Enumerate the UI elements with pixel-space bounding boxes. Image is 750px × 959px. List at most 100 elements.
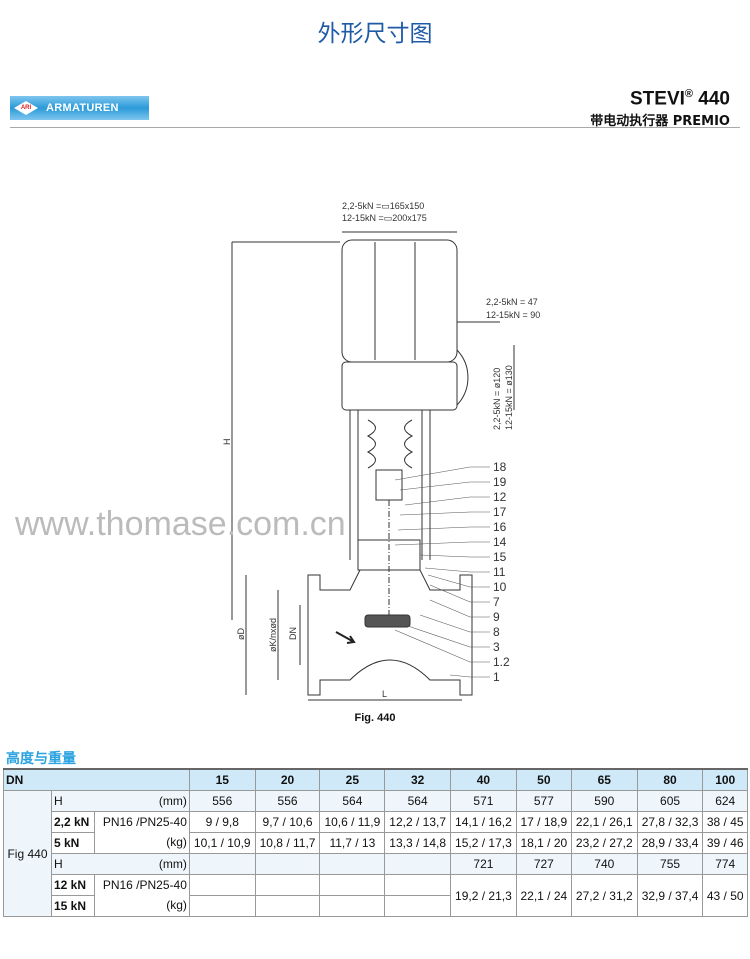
height-cell (384, 853, 452, 875)
part-number-label: 8 (493, 625, 500, 639)
part-number-label: 16 (493, 520, 507, 534)
bellows-spring (366, 419, 414, 469)
unit-mm: (mm) (94, 790, 190, 812)
dim-dn: DN (288, 627, 298, 640)
dim-top-large: 12-15kN =▭200x175 (342, 213, 427, 223)
product-subtitle: 带电动执行器 PREMIO (590, 114, 730, 130)
row-label-12kn: 12 kN (50, 874, 95, 896)
height-cell: 556 (254, 790, 321, 812)
dn-header-cell: 32 (384, 768, 452, 791)
dim-dia-large: 12-15kN = ø130 (504, 365, 514, 430)
dn-header-cell: 50 (515, 768, 572, 791)
height-cell: 624 (702, 790, 748, 812)
dim-dia-small: 2,2-5kN = ø120 (492, 368, 502, 430)
flow-arrow-icon (335, 631, 356, 644)
weight-cell: 18,1 / 20 (515, 832, 572, 854)
leader-line (394, 629, 490, 663)
height-cell: 577 (515, 790, 572, 812)
height-cell: 564 (319, 790, 386, 812)
part-number-label: 1.2 (493, 655, 510, 669)
empty-cell (254, 874, 321, 896)
leader-line (404, 624, 490, 648)
dn-header-cell: 20 (254, 768, 321, 791)
height-cell: 774 (702, 853, 748, 875)
product-model: 440 (698, 88, 730, 110)
pn-kg-label: PN16 /PN25-40 (kg) (93, 811, 190, 854)
leader-line (404, 496, 490, 506)
height-cell (319, 853, 386, 875)
height-cell: 727 (515, 853, 572, 875)
weight-cell: 14,1 / 16,2 (450, 811, 517, 833)
weight-cell: 32,9 / 37,4 (636, 874, 704, 917)
plug (364, 614, 411, 628)
valve-dimension-drawing: 2,2-5kN =▭165x150 12-15kN =▭200x175 2,2-… (14, 201, 540, 701)
weight-cell: 27,8 / 32,3 (636, 811, 704, 833)
watermark: www.thomase.com.cn (14, 505, 346, 543)
dim-l: L (382, 689, 387, 699)
height-cell: 571 (450, 790, 517, 812)
ari-logo-mark: ARI (14, 101, 38, 115)
row-label-5kn: 5 kN (50, 832, 95, 854)
dim-h: H (222, 439, 232, 446)
height-cell: 755 (636, 853, 704, 875)
leader-line (429, 584, 490, 603)
dim-k: øK/nxød (268, 618, 278, 652)
leader-line (394, 541, 490, 546)
leader-line (419, 554, 490, 558)
height-cell: 740 (570, 853, 638, 875)
leader-line (424, 567, 490, 573)
pn-label: PN16 /PN25-40 (102, 815, 187, 829)
empty-cell (319, 874, 386, 896)
weight-cell: 12,2 / 13,7 (384, 811, 452, 833)
dim-top-small: 2,2-5kN =▭165x150 (342, 201, 424, 211)
dn-header-cell: 65 (570, 768, 638, 791)
weight-cell: 17 / 18,9 (515, 811, 572, 833)
page-title: 外形尺寸图 (317, 21, 433, 47)
actuator-base (341, 361, 458, 411)
weight-cell: 9,7 / 10,6 (254, 811, 321, 833)
height-cell: 721 (450, 853, 517, 875)
leader-line (427, 574, 490, 588)
empty-cell (384, 874, 452, 896)
leader-line (399, 481, 490, 491)
weight-cell: 39 / 46 (702, 832, 748, 854)
weight-cell: 13,3 / 14,8 (384, 832, 452, 854)
part-number-label: 15 (493, 550, 507, 564)
leader-line (449, 674, 490, 678)
leader-line (429, 599, 490, 618)
part-number-label: 7 (493, 595, 500, 609)
h-label: H (50, 790, 95, 812)
ari-armaturen-logo: ARI ARMATUREN (10, 96, 149, 120)
unit-kg: (kg) (166, 835, 187, 849)
stem-connector (375, 469, 403, 501)
handwheel (456, 349, 469, 406)
part-number-label: 18 (493, 460, 507, 474)
part-number-label: 1 (493, 670, 500, 684)
dn-header-cell: 100 (702, 768, 748, 791)
dim-side-small: 2,2-5kN = 47 (486, 297, 538, 307)
part-number-label: 10 (493, 580, 507, 594)
leader-line (419, 614, 490, 633)
empty-cell (319, 895, 386, 917)
weight-cell: 9 / 9,8 (188, 811, 256, 833)
empty-cell (254, 895, 321, 917)
height-cell (254, 853, 321, 875)
section-title: 高度与重量 (6, 751, 76, 767)
weight-cell: 10,6 / 11,9 (319, 811, 386, 833)
pn-kg-label: PN16 /PN25-40(kg) (93, 874, 190, 917)
leader-line (397, 526, 490, 531)
empty-cell (188, 874, 256, 896)
registered-mark: ® (684, 88, 694, 100)
h-label: H (50, 853, 95, 875)
part-number-label: 14 (493, 535, 507, 549)
weight-cell: 11,7 / 13 (319, 832, 386, 854)
part-number-label: 17 (493, 505, 507, 519)
height-cell: 590 (570, 790, 638, 812)
weight-cell: 22,1 / 26,1 (570, 811, 638, 833)
empty-cell (384, 895, 452, 917)
dn-header-cell: 25 (319, 768, 386, 791)
dim-side-large: 12-15kN = 90 (486, 310, 540, 320)
part-number-label: 12 (493, 490, 507, 504)
height-cell (188, 853, 256, 875)
